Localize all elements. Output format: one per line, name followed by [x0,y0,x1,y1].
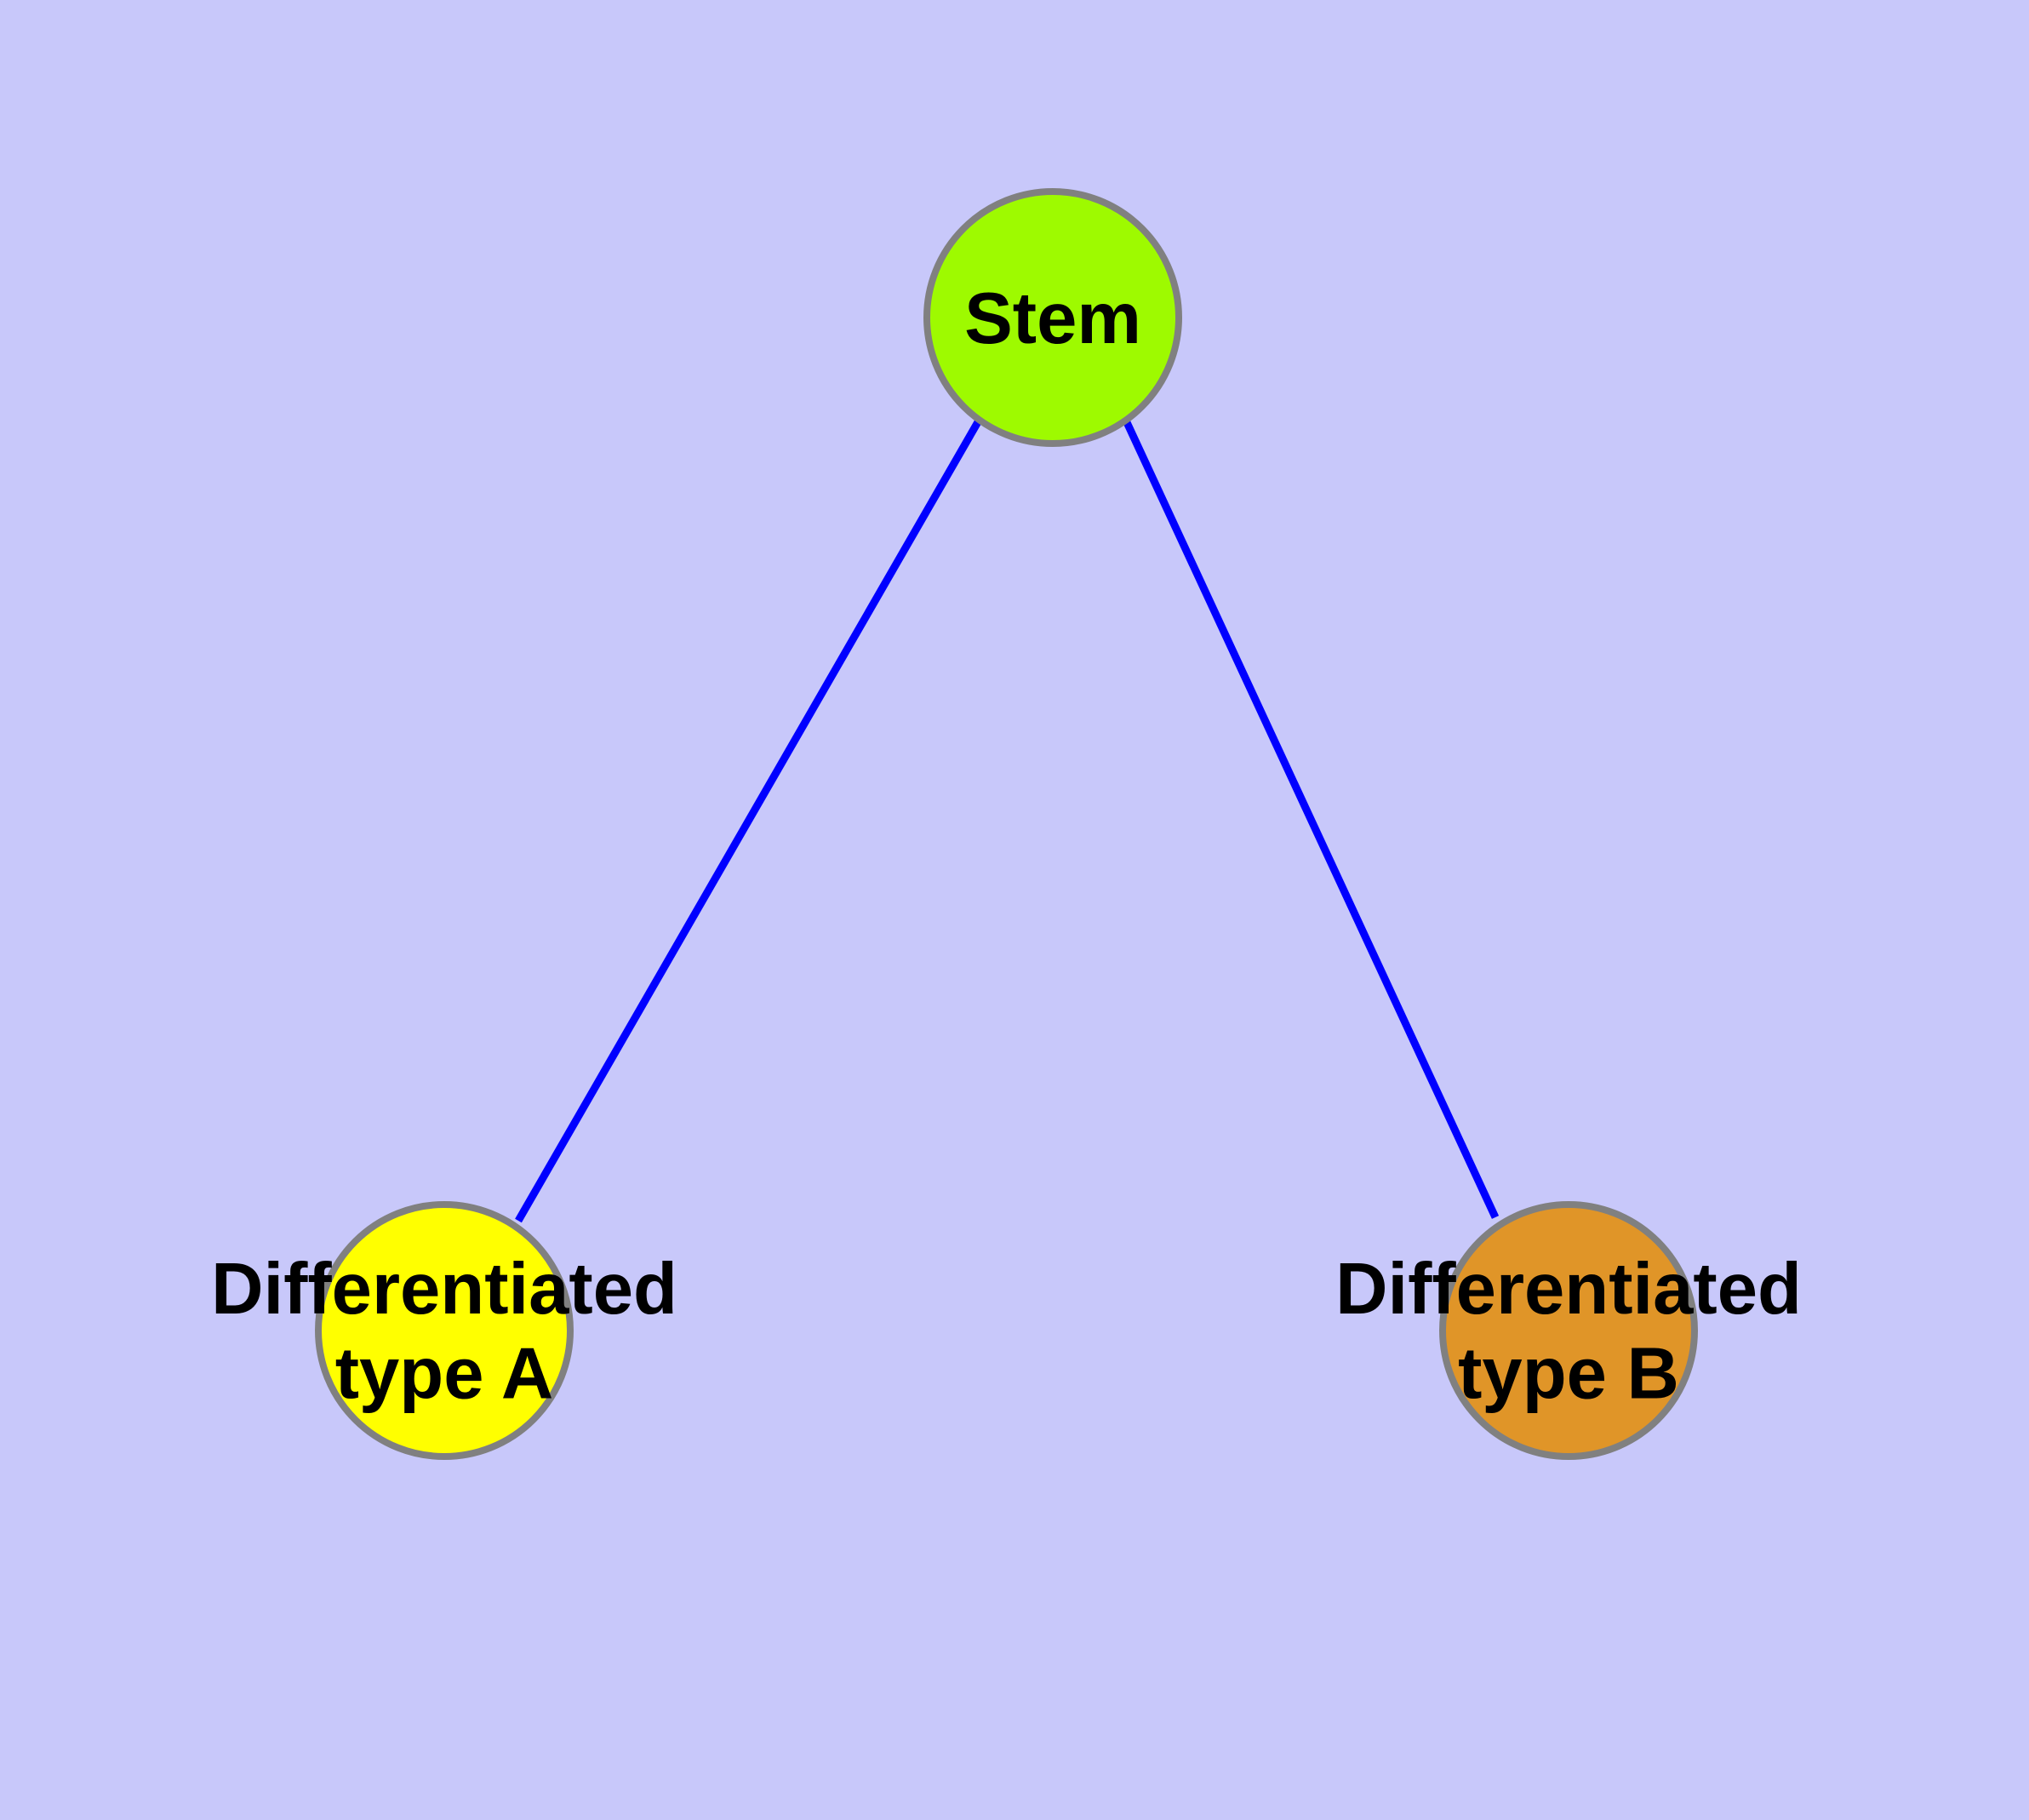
graph-node-diff_a[interactable] [315,1201,574,1460]
graph-node-stem[interactable] [923,188,1182,447]
edges-layer [515,418,1500,1223]
label-line: Stem [964,278,1141,359]
label-line: Differentiated [1335,1249,1802,1330]
label-line: Differentiated [211,1249,677,1330]
nodes-layer [315,188,1698,1460]
graph-node-diff_b[interactable] [1439,1201,1698,1460]
graph-node-label-stem: Stem [964,278,1141,359]
label-line: type A [335,1333,554,1414]
graph-edge-stem-to-diff-a [515,418,982,1223]
graph-edge-stem-to-diff-b [1122,419,1500,1219]
label-line: type B [1458,1333,1679,1414]
